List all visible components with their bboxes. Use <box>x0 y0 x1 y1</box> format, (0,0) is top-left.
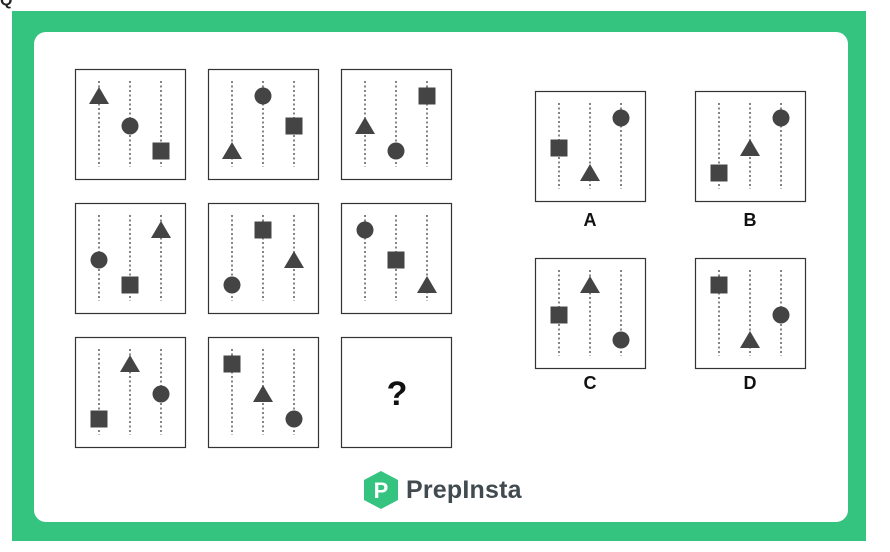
grid-cell-6-triangle <box>417 276 437 293</box>
grid-cell-4 <box>74 202 187 315</box>
option-a-box[interactable] <box>534 90 647 203</box>
option-a-box-circle <box>612 109 630 127</box>
grid-cell-2 <box>207 68 320 181</box>
option-a-box-triangle <box>580 164 600 181</box>
grid-cell-3-triangle <box>355 117 375 134</box>
option-d-box-triangle <box>740 331 760 348</box>
grid-cell-7-triangle <box>120 355 140 372</box>
grid-cell-8-triangle <box>253 385 273 402</box>
option-b-box-triangle <box>740 139 760 156</box>
grid-cell-5 <box>207 202 320 315</box>
grid-cell-9: ? <box>340 336 453 449</box>
option-a-box-square <box>550 139 568 157</box>
grid-cell-3-circle <box>387 142 405 160</box>
grid-cell-6-square <box>387 251 405 269</box>
grid-cell-1-triangle <box>89 87 109 104</box>
option-d-box-square <box>710 276 728 294</box>
grid-cell-9-border <box>340 336 453 449</box>
grid-cell-2-circle <box>254 87 272 105</box>
grid-cell-6 <box>340 202 453 315</box>
option-c-box-circle <box>612 331 630 349</box>
grid-cell-7 <box>74 336 187 449</box>
option-d-box[interactable] <box>694 257 807 370</box>
grid-cell-8-square <box>223 355 241 373</box>
brand-name: PrepInsta <box>406 475 522 504</box>
grid-cell-4-circle <box>90 251 108 269</box>
option-b-box-square <box>710 164 728 182</box>
grid-cell-8-circle <box>285 410 303 428</box>
unknown-cell-question-mark: ? <box>387 375 408 413</box>
grid-cell-2-square <box>285 117 303 135</box>
grid-cell-5-square <box>254 221 272 239</box>
option-label-d: D <box>743 373 757 393</box>
grid-cell-1-square <box>152 142 170 160</box>
grid-cell-5-triangle <box>284 251 304 268</box>
prepinsta-logo-icon: P <box>364 471 398 509</box>
grid-cell-3 <box>340 68 453 181</box>
option-b-box-circle <box>772 109 790 127</box>
grid-cell-4-triangle <box>151 221 171 238</box>
grid-cell-7-circle <box>152 385 170 403</box>
option-c-box-triangle <box>580 276 600 293</box>
grid-cell-6-circle <box>356 221 374 239</box>
grid-cell-4-border <box>74 202 187 315</box>
grid-cell-7-square <box>90 410 108 428</box>
grid-cell-4-square <box>121 276 139 294</box>
option-d-box-circle <box>772 306 790 324</box>
option-label-b: B <box>743 210 757 230</box>
prepinsta-logo: P PrepInsta <box>362 470 522 510</box>
grid-cell-8 <box>207 336 320 449</box>
grid-cell-5-circle <box>223 276 241 294</box>
corner-question-label: Q <box>0 0 13 9</box>
option-label-a: A <box>583 210 597 230</box>
logo-letter: P <box>374 478 389 503</box>
grid-cell-1-circle <box>121 117 139 135</box>
grid-cell-2-triangle <box>222 142 242 159</box>
option-c-box[interactable] <box>534 257 647 370</box>
grid-cell-3-square <box>418 87 436 105</box>
grid-cell-1 <box>74 68 187 181</box>
option-c-box-square <box>550 306 568 324</box>
option-b-box[interactable] <box>694 90 807 203</box>
grid-cell-3-border <box>340 68 453 181</box>
option-label-c: C <box>583 373 597 393</box>
